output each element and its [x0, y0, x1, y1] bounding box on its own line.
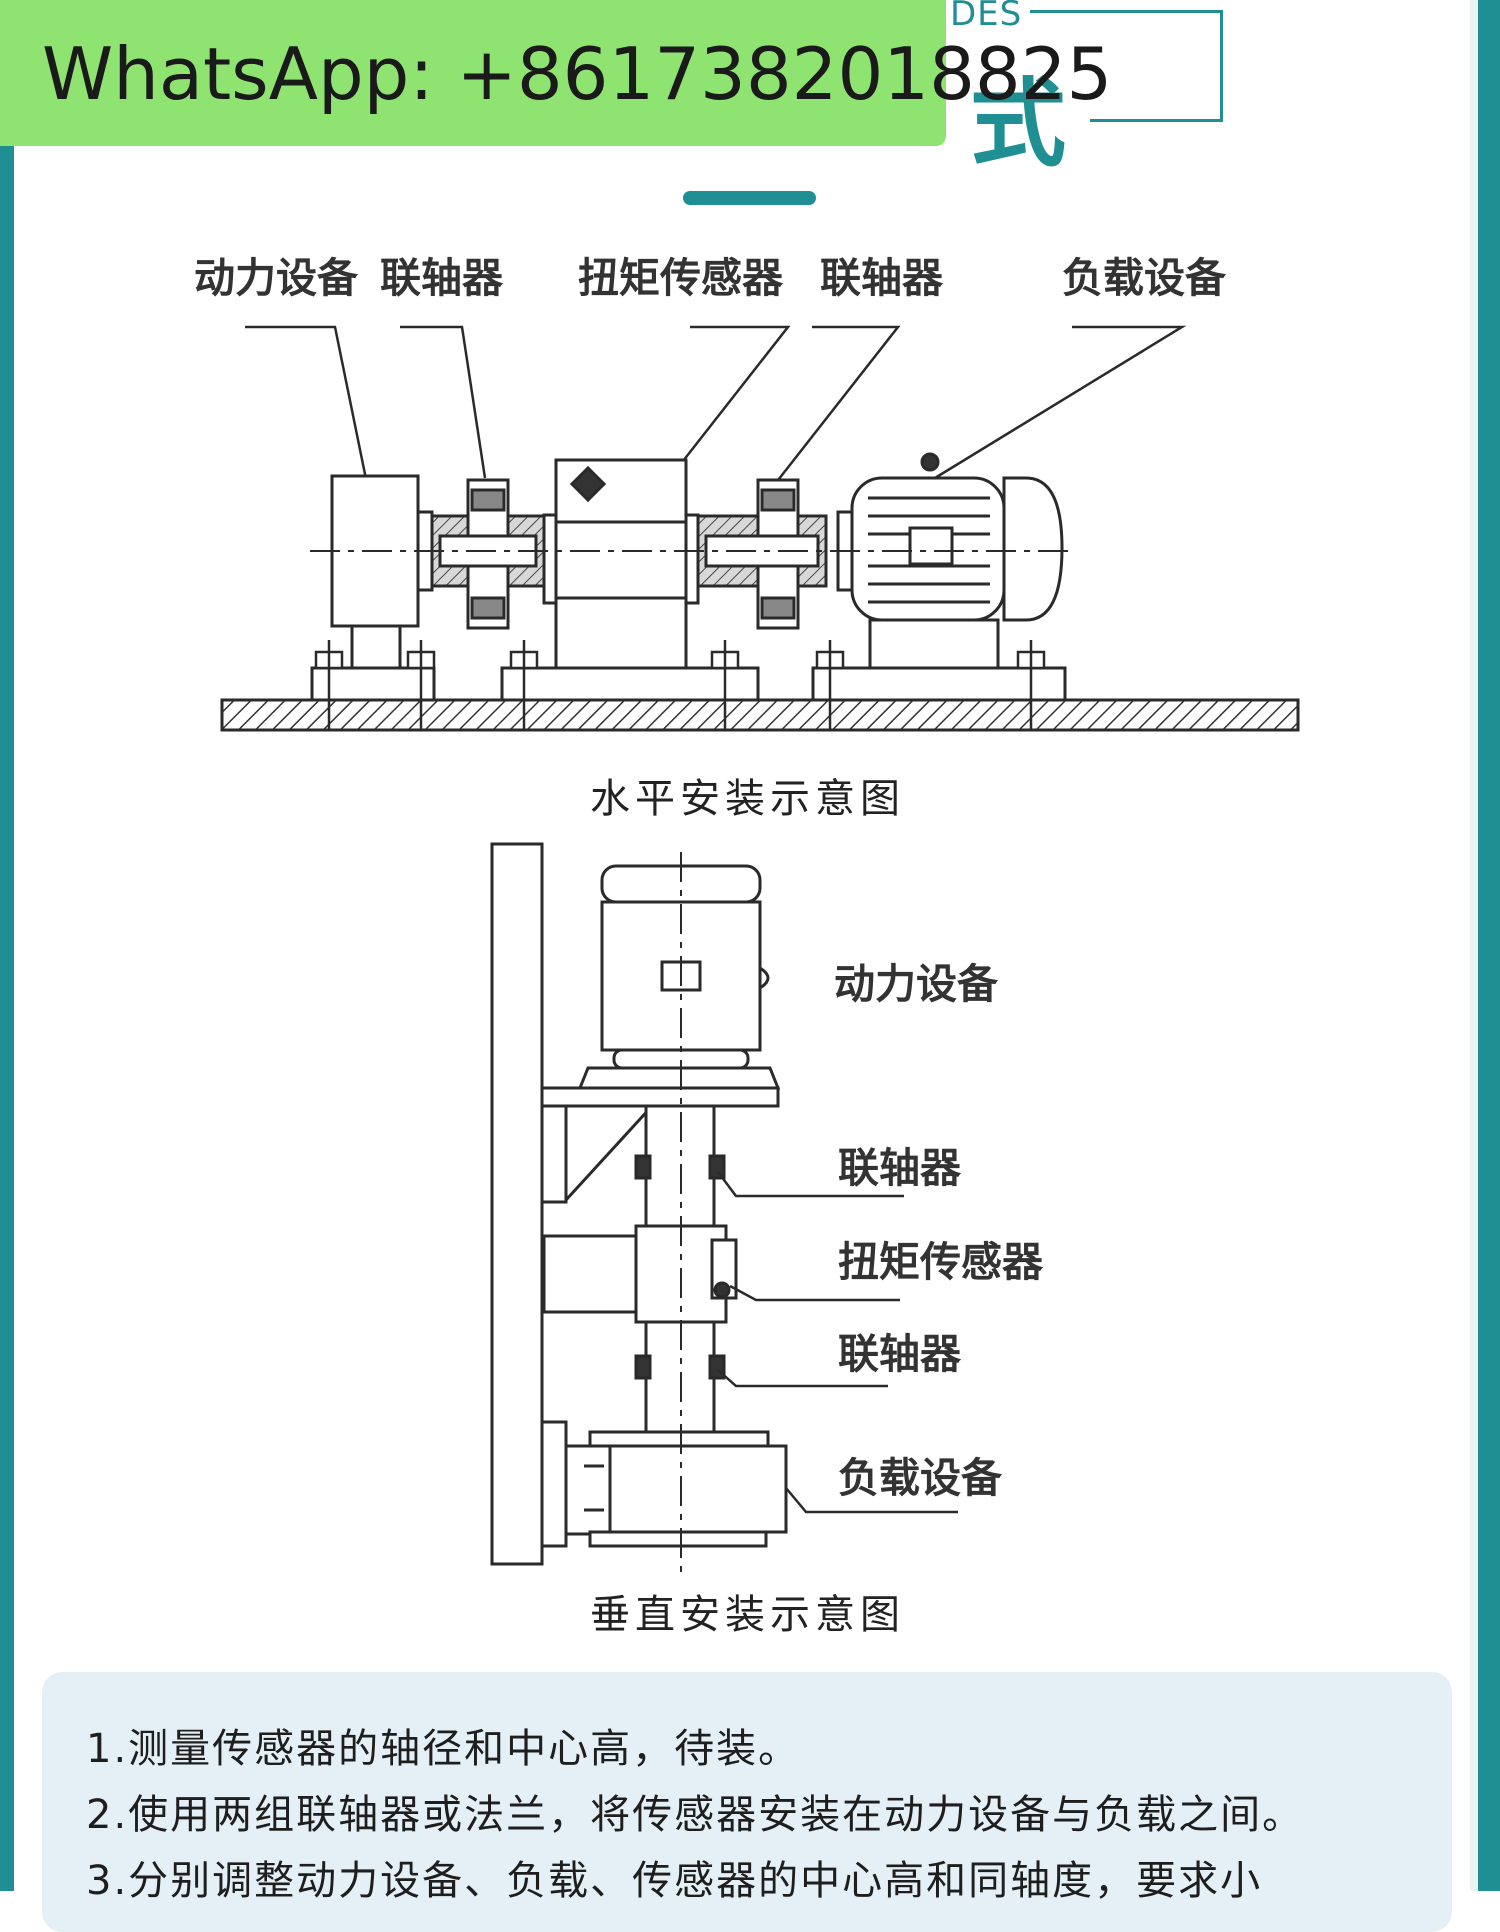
section-title: 式: [970, 68, 1066, 180]
h-label-load-device: 负载设备: [1062, 254, 1226, 302]
v-label-coupling-upper: 联轴器: [838, 1144, 961, 1192]
watermark-banner: WhatsApp: +8617382018825: [0, 0, 1112, 146]
h-leader-lines: [245, 325, 1187, 485]
horizontal-diagram: [220, 325, 1300, 732]
vertical-diagram: [490, 842, 958, 1580]
installation-diagrams: [220, 325, 1300, 1580]
h-base-plate: [220, 698, 1300, 732]
v-leader-lines: [717, 1171, 958, 1514]
instruction-box: [42, 1672, 1452, 1932]
h-label-torque-sensor: 扭矩传感器: [578, 254, 783, 302]
h-coupling-left: [430, 478, 546, 630]
v-caption: 垂直安装示意图: [590, 1592, 905, 1638]
h-label-coupling-left: 联轴器: [380, 254, 503, 302]
h-label-coupling-right: 联轴器: [820, 254, 943, 302]
title-underline: [683, 191, 816, 205]
h-caption: 水平安装示意图: [590, 776, 905, 822]
v-torque-sensor: [542, 1224, 738, 1324]
header-frame: [1090, 10, 1223, 122]
header-code-text: DES: [950, 0, 1023, 34]
v-power-motor: [577, 864, 781, 1090]
watermark-text: WhatsApp: +8617382018825: [42, 32, 1113, 116]
v-load-device: [540, 1420, 788, 1548]
instruction-step-3: 3.分别调整动力设备、负载、传感器的中心高和同轴度，要求小: [86, 1858, 1263, 1904]
h-coupling-right: [696, 478, 828, 630]
v-label-power-device: 动力设备: [834, 960, 998, 1008]
h-torque-sensor: [542, 458, 700, 670]
v-bracket: [540, 1086, 780, 1204]
h-bolts: [314, 640, 1046, 730]
v-label-coupling-lower: 联轴器: [838, 1330, 961, 1378]
left-border: [0, 0, 14, 1891]
right-border-inner: [1470, 0, 1478, 1891]
h-label-power-device: 动力设备: [194, 254, 358, 302]
instruction-step-1: 1.测量传感器的轴径和中心高，待装。: [86, 1726, 801, 1772]
v-label-torque-sensor: 扭矩传感器: [838, 1238, 1043, 1286]
instruction-step-2: 2.使用两组联轴器或法兰，将传感器安装在动力设备与负载之间。: [86, 1792, 1305, 1838]
v-label-load-device: 负载设备: [838, 1454, 1002, 1502]
right-border: [1478, 0, 1500, 1891]
v-wall-plate: [490, 842, 544, 1566]
h-load-motor: [836, 452, 1064, 670]
header-decor-line: [1030, 10, 1090, 13]
